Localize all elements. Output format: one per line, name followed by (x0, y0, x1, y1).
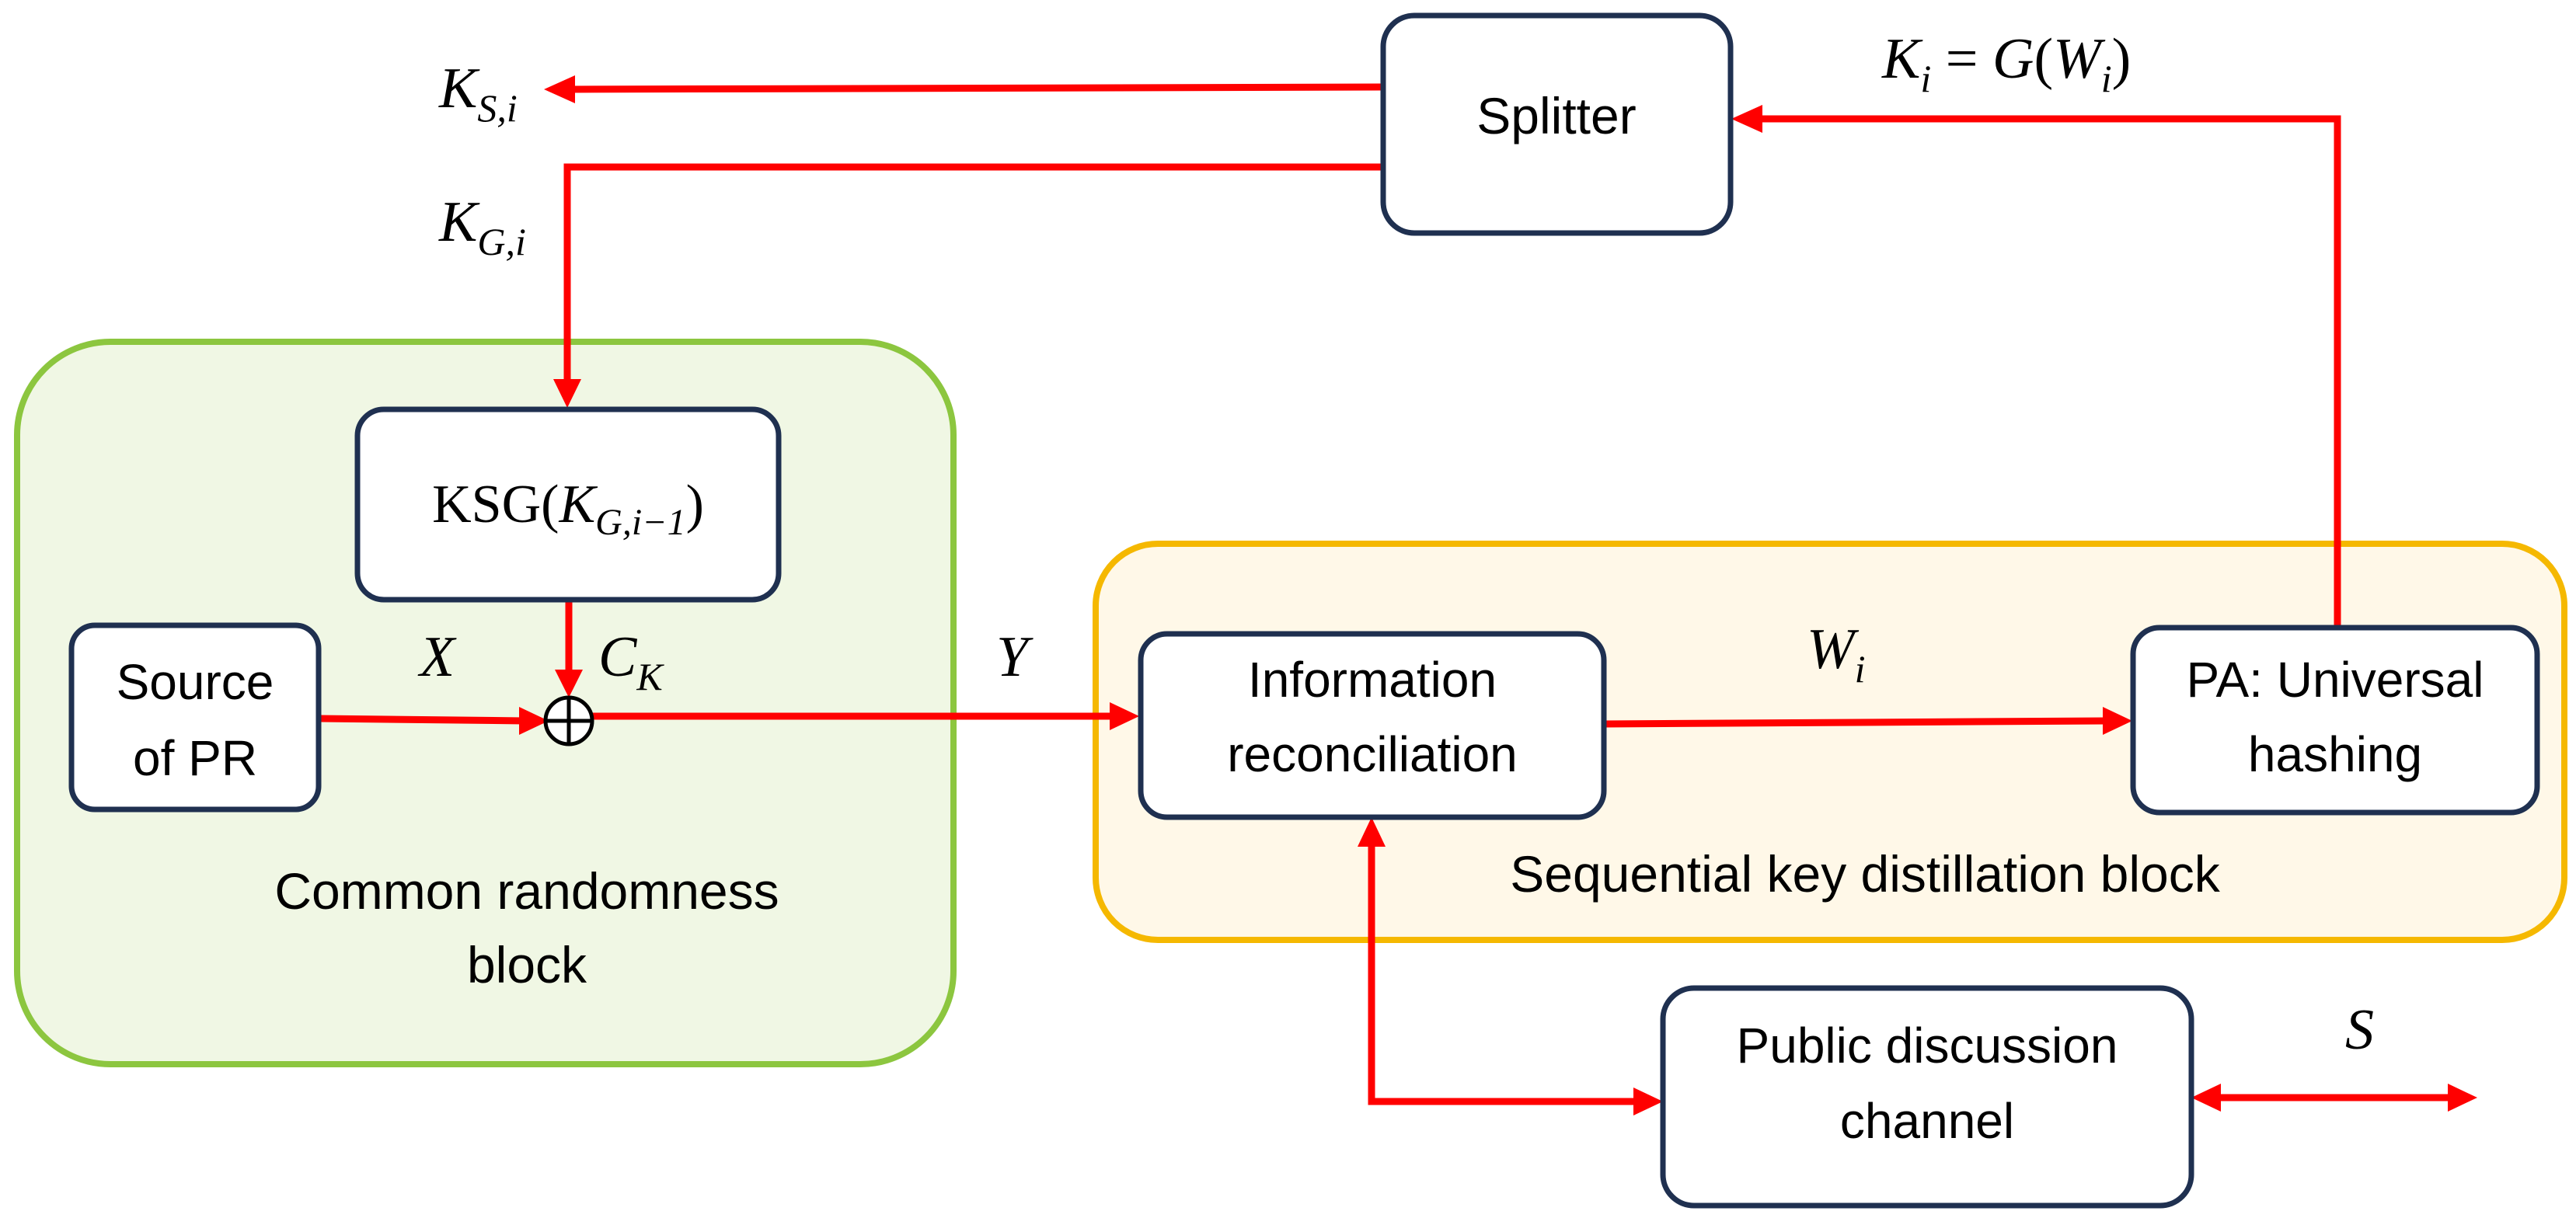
pa-label-line1: PA: Universal (2187, 652, 2484, 708)
arrow-source-to-xor (319, 715, 525, 725)
arrowhead-public-left (1633, 1088, 1663, 1115)
source-label-line2: of PR (133, 730, 257, 786)
arrow-info-to-pa (1604, 717, 2107, 728)
arrowhead-info (1110, 702, 1139, 730)
arrow-pa-to-splitter (1760, 115, 2341, 628)
pa-universal-hashing-box (2130, 625, 2540, 816)
wi-label: Wi (1807, 618, 1866, 691)
ksg-label: KSG(KG,i−1) (432, 475, 704, 543)
public-label-line1: Public discussion (1737, 1018, 2118, 1074)
arrowhead-s-left (2191, 1084, 2221, 1112)
arrowhead-ks (544, 75, 575, 103)
xor-operator (543, 695, 594, 746)
arrowhead-info-up (1358, 817, 1386, 847)
arrowhead-ksg (553, 379, 581, 408)
source-of-pr-box (68, 622, 322, 813)
arrowhead-pa (2103, 707, 2132, 735)
source-label-line1: Source (117, 654, 274, 710)
info-label-line2: reconciliation (1227, 726, 1518, 782)
ksg-box (354, 406, 782, 603)
s-label: S (2345, 998, 2374, 1062)
common-block-label-line2: block (467, 936, 587, 994)
arrowhead-s-right (2448, 1084, 2477, 1112)
arrowhead-xor-top (555, 670, 583, 698)
arrowhead-xor-left (519, 707, 549, 735)
x-label: X (417, 625, 457, 689)
public-discussion-channel-box (1660, 985, 2194, 1209)
info-label-line1: Information (1248, 652, 1497, 708)
y-label: Y (996, 625, 1034, 689)
pa-label-line2: hashing (2248, 726, 2422, 782)
sequential-block-label: Sequential key distillation block (1510, 845, 2221, 903)
splitter-box (1380, 12, 1734, 236)
arrow-splitter-to-ks (570, 83, 1382, 93)
splitter-label: Splitter (1476, 87, 1636, 144)
ck-label: CK (598, 625, 664, 698)
arrow-info-public (1368, 847, 1636, 1105)
arrow-splitter-to-ksg (563, 163, 1382, 382)
info-reconciliation-box (1138, 631, 1607, 820)
ks-label: KS,i (438, 57, 518, 130)
common-block-label-line1: Common randomness (274, 862, 779, 920)
arrowhead-splitter (1731, 105, 1762, 133)
ki-equation-label: Ki = G(Wi) (1881, 27, 2131, 100)
kg-label: KG,i (438, 190, 526, 263)
public-label-line2: channel (1840, 1093, 2014, 1149)
